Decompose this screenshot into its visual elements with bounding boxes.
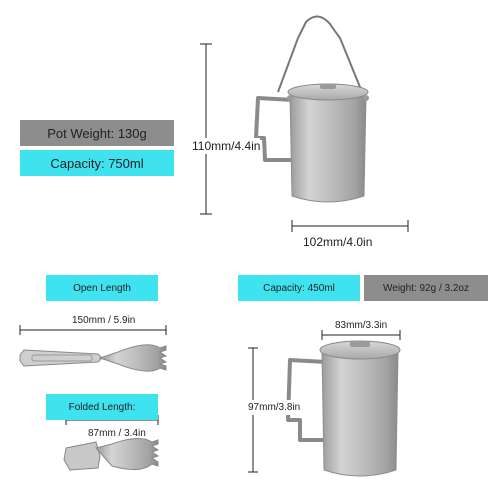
folded-length-label: Folded Length: <box>46 394 158 420</box>
cup-width-text: 83mm/3.3in <box>333 320 390 331</box>
pot-weight-label: Pot Weight: 130g <box>20 120 174 146</box>
pot-capacity-label: Capacity: 750ml <box>20 150 174 176</box>
big-pot-height-dimension <box>200 43 212 215</box>
spork-folded-text: 87mm / 3.4in <box>88 428 146 439</box>
spork-folded-image <box>63 438 160 471</box>
small-cup-width-dimension <box>321 330 401 340</box>
spork-open-image <box>19 344 168 372</box>
cup-capacity-label: Capacity: 450ml <box>238 275 360 301</box>
bail-handle <box>277 15 363 93</box>
cup-side-handle <box>286 358 327 442</box>
big-pot-image <box>254 15 369 203</box>
big-pot-width-dimension <box>291 220 409 232</box>
pot-weight-text: Pot Weight: 130g <box>47 125 147 141</box>
pot-body <box>289 95 367 203</box>
pot-side-handle <box>254 96 294 162</box>
cup-height-text: 97mm/3.8in <box>248 400 301 415</box>
lid-knob <box>320 84 336 89</box>
pot-width-text: 102mm/4.0in <box>303 235 373 249</box>
spork-open-dimension <box>19 325 167 335</box>
cup-lid-knob <box>350 341 370 347</box>
folded-length-text: Folded Length: <box>68 401 136 413</box>
pot-height-text: 110mm/4.4in <box>192 138 261 154</box>
cup-weight-label: Weight: 92g / 3.2oz <box>364 275 488 301</box>
open-length-label: Open Length <box>46 275 158 301</box>
spork-open-text: 150mm / 5.9in <box>68 315 140 326</box>
cup-capacity-text: Capacity: 450ml <box>263 282 335 294</box>
small-cup-image <box>286 340 401 477</box>
cup-body <box>321 351 399 477</box>
pot-capacity-text: Capacity: 750ml <box>50 155 144 171</box>
open-length-text: Open Length <box>73 282 131 294</box>
cup-weight-text: Weight: 92g / 3.2oz <box>383 282 469 294</box>
